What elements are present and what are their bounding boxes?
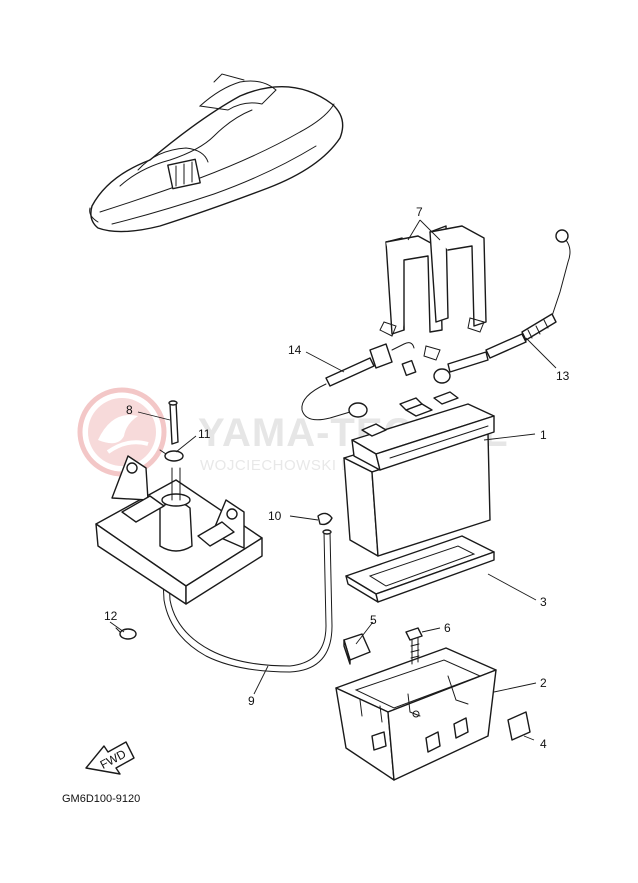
callout-6: 6 [444, 621, 451, 635]
part-9-hose [161, 529, 333, 673]
part-7-battery-band [379, 225, 487, 361]
part-11-clip [159, 449, 184, 462]
callout-2: 2 [540, 676, 547, 690]
part-12-clip [115, 627, 137, 640]
callout-14: 14 [288, 343, 302, 357]
callout-5: 5 [370, 613, 377, 627]
callout-7: 7 [416, 205, 423, 219]
callout-11: 11 [198, 427, 211, 441]
separator-bracket [95, 455, 263, 605]
leader-lines [109, 219, 557, 741]
callout-4: 4 [540, 737, 547, 751]
callout-12: 12 [104, 609, 118, 623]
callout-1: 1 [540, 428, 547, 442]
callout-3: 3 [540, 595, 547, 609]
part-4-pad [507, 711, 531, 741]
jet-ski-overview [89, 73, 344, 233]
part-3-mat [345, 535, 495, 603]
part-2-battery-box [335, 647, 497, 781]
part-10-clamp [317, 512, 333, 526]
callout-9: 9 [248, 694, 255, 708]
callout-13: 13 [556, 369, 570, 383]
part-5-damper [343, 633, 371, 665]
callout-8: 8 [126, 403, 133, 417]
watermark-logo [77, 387, 167, 477]
callout-10: 10 [268, 509, 282, 523]
part-1-battery [343, 391, 495, 557]
part-8-pipe [168, 400, 179, 445]
part-6-bolt [405, 627, 423, 665]
fwd-arrow-icon: FWD [85, 741, 135, 775]
part-13-cable [433, 229, 571, 384]
diagram-code: GM6D100-9120 [62, 793, 140, 805]
callouts: 1 2 3 4 5 6 7 8 9 10 11 12 13 14 [104, 205, 570, 751]
part-14-cable [301, 342, 417, 421]
